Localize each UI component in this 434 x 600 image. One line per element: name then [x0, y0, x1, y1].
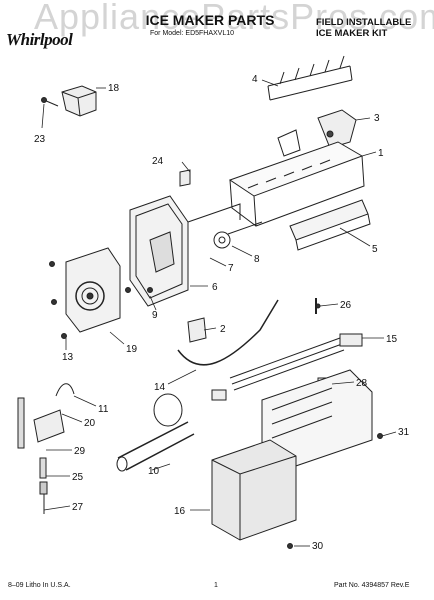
callout-8: 8: [254, 254, 260, 265]
screws: [49, 261, 383, 549]
part-11-wire: [55, 383, 75, 397]
callout-2: 2: [220, 324, 226, 335]
part-5-tray: [289, 199, 371, 251]
kit-label-line1: FIELD INSTALLABLE: [316, 17, 412, 28]
callout-1: 1: [378, 148, 384, 159]
callout-10: 10: [148, 466, 160, 477]
callout-30: 30: [312, 541, 324, 552]
callout-19: 19: [126, 344, 138, 355]
footer-litho: 8–09 Litho In U.S.A.: [8, 582, 71, 589]
part-19-plate: [65, 247, 121, 333]
callout-16: 18: [108, 83, 120, 94]
part-7-motor: [213, 221, 263, 249]
callout-20: 20: [84, 418, 96, 429]
part-3-cover: [317, 109, 357, 149]
callout-4: 4: [252, 74, 258, 85]
callout-14: 14: [154, 382, 166, 393]
part-4-ejector: [267, 55, 353, 101]
callout-7: 7: [228, 263, 234, 274]
kit-label-line2: ICE MAKER KIT: [316, 28, 388, 39]
part-23-clip: [179, 169, 191, 187]
callout-26: 26: [340, 300, 352, 311]
whirlpool-logo: Whirlpool: [6, 30, 73, 49]
callout-labels: 18 23 4 3 1 24 5 8 7 6 9 2 19 13 14 15 2…: [34, 74, 410, 552]
part-16-bracket: [61, 85, 97, 117]
part-18-cover: [211, 439, 297, 541]
callout-25: 25: [72, 472, 84, 483]
callout-28: 29: [74, 446, 86, 457]
page-title: ICE MAKER PARTS: [145, 12, 275, 28]
part-14-wire: [177, 299, 279, 366]
callout-27: 27: [72, 502, 84, 513]
callout-18: 16: [174, 506, 186, 517]
callout-9: 9: [152, 310, 158, 321]
callout-6: 6: [212, 282, 218, 293]
part-2-bracket: [187, 317, 207, 343]
watermark: AppliancePartsPros.com: [34, 0, 434, 37]
callout-3: 3: [374, 113, 380, 124]
valve-parts: [17, 397, 65, 514]
kit-label: FIELD INSTALLABLE ICE MAKER KIT: [316, 17, 411, 39]
part-15-harness: [211, 333, 363, 401]
footer-page-number: 1: [214, 582, 218, 589]
callout-24: 23: [34, 134, 46, 145]
callout-31: 31: [398, 427, 410, 438]
callout-23: 24: [152, 156, 164, 167]
part-6-housing: [129, 195, 241, 307]
callout-15: 15: [386, 334, 398, 345]
callout-5: 5: [372, 244, 378, 255]
part-24-screw: [41, 97, 59, 107]
part-10-tube: [116, 393, 195, 472]
callout-29: 28: [356, 378, 368, 389]
callout-13: 13: [62, 352, 74, 363]
callout-11: 11: [98, 404, 109, 415]
part-1-mold: [228, 129, 365, 227]
model-subtitle: For Model: ED5FHAXVL10: [150, 30, 235, 37]
footer-part-number: Part No. 4394857 Rev.E: [334, 582, 410, 589]
